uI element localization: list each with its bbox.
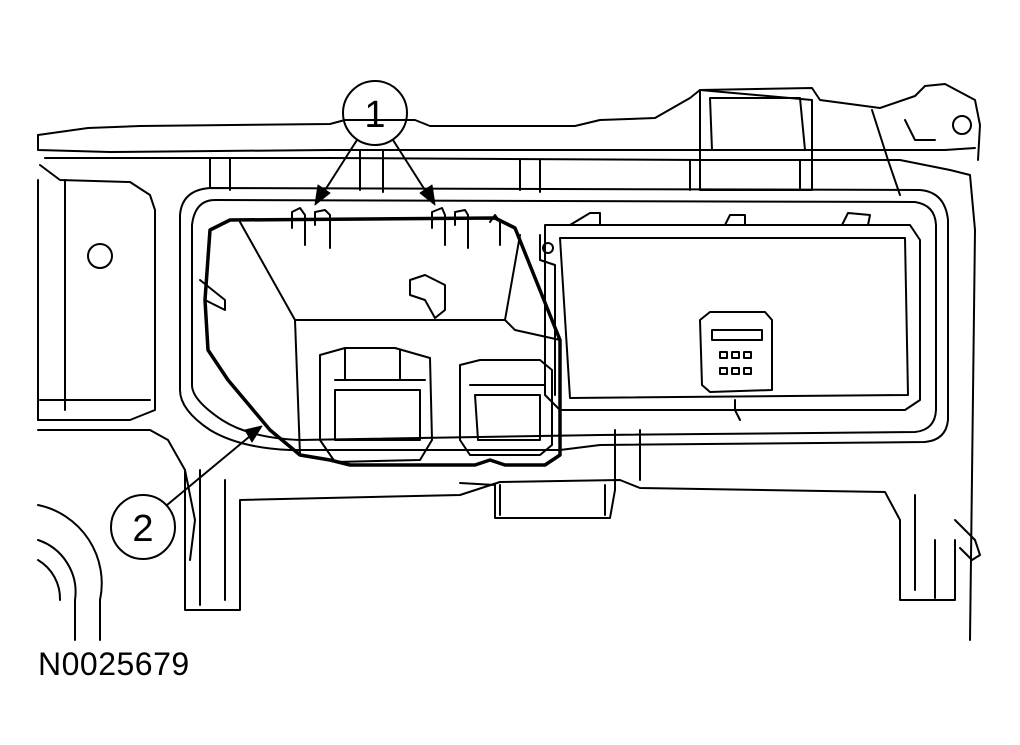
- figure-id-label: N0025679: [38, 646, 190, 682]
- callout-2-label: 2: [132, 508, 153, 550]
- callout-1-label: 1: [364, 94, 385, 136]
- left-vent-panel: [37, 164, 196, 641]
- bezel-opening: [179, 187, 949, 451]
- right-module: [539, 212, 921, 441]
- callout-2-arrowhead: [244, 425, 263, 443]
- callout-1-arrowhead-left: [314, 184, 331, 206]
- callout-1-arrowhead-right: [419, 184, 436, 206]
- lower-frame: [184, 429, 981, 611]
- module-item-2: [199, 207, 562, 467]
- callout-1: [319, 80, 431, 199]
- callout-2: [110, 431, 256, 560]
